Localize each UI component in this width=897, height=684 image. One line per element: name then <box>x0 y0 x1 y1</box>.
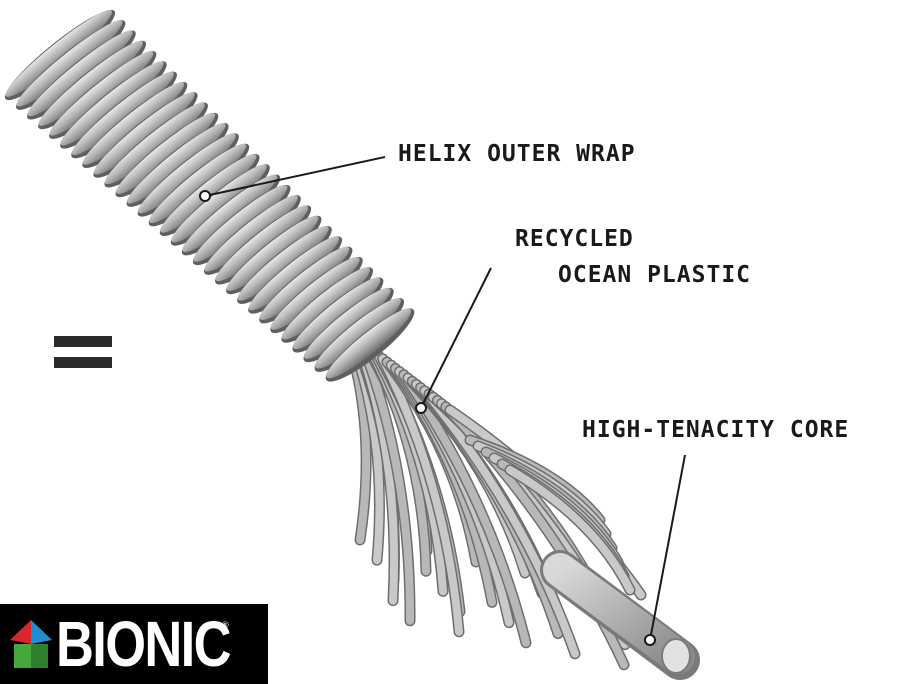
core-leader-line <box>650 455 685 640</box>
equals-bar-bottom <box>54 357 112 368</box>
recycled-label-line2: OCEAN PLASTIC <box>558 262 751 288</box>
helix-leader-dot <box>200 191 210 201</box>
bionic-house-mark-icon <box>8 618 54 670</box>
high-tenacity-core-label: HIGH-TENACITY CORE <box>582 417 849 443</box>
core-leader-dot <box>645 635 655 645</box>
recycled-leader-dot <box>416 403 426 413</box>
equals-bar-top <box>54 336 112 347</box>
bionic-logo: BIONIC ® <box>0 604 268 684</box>
trademark-symbol: ® <box>222 620 229 630</box>
recycled-label-line1: RECYCLED <box>515 226 634 252</box>
recycled-leader-line <box>421 268 491 408</box>
helix-outer-wrap-label: HELIX OUTER WRAP <box>398 141 636 167</box>
bionic-logo-text: BIONIC <box>56 608 230 680</box>
equals-icon <box>54 336 112 368</box>
